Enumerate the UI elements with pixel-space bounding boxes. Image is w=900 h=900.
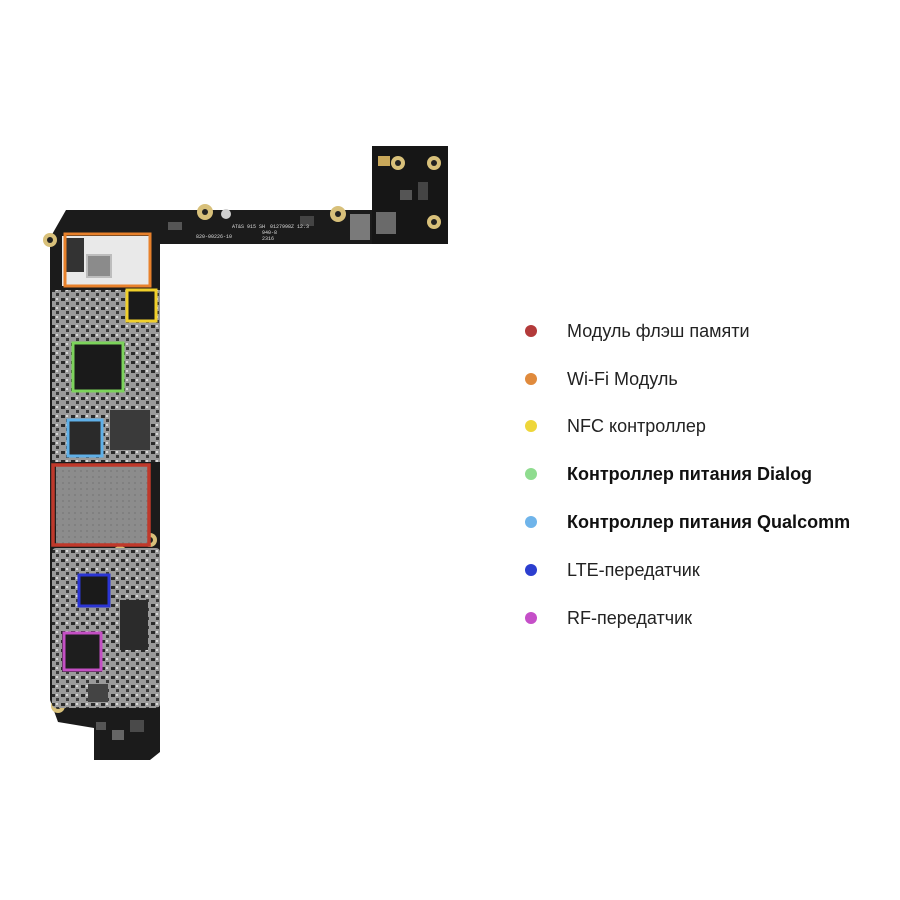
legend-dot [525,420,537,432]
legend-label: RF-передатчик [567,607,693,628]
legend-item-wifi-module: Wi-Fi Модуль [520,364,678,394]
legend-item-lte-transmitter: LTE-передатчик [520,555,700,585]
legend-dot [525,325,537,337]
silkscreen-line: 0127998Z 12.3 [270,224,309,230]
qualcomm-power-controller-highlight [66,418,104,458]
legend-item-nfc-controller: NFC контроллер [520,411,706,441]
lte-transmitter-highlight [77,573,111,608]
silkscreen-text: AT&S 915 SH 0127998Z 12.3 940-8 2316 820… [196,224,309,242]
rf-transmitter-highlight [62,631,103,672]
silkscreen-line: 2316 [262,236,274,242]
component-fields [50,236,160,708]
legend-label: Контроллер питания Dialog [567,463,813,484]
legend-item-rf-transmitter: RF-передатчик [520,603,692,633]
flash-memory-highlight [51,463,151,547]
legend-dot [525,612,537,624]
silkscreen-line: 820-00226-10 [196,234,232,240]
legend-item-qualcomm-power-controller: Контроллер питания Qualcomm [520,507,850,537]
nfc-controller-highlight [125,288,158,323]
legend-dot [525,564,537,576]
dialog-power-controller-highlight [71,341,125,393]
silkscreen-line: 940-8 [262,230,277,236]
legend-label: Wi-Fi Модуль [567,368,678,389]
legend-item-flash-memory: Модуль флэш памяти [520,316,750,346]
legend-label: LTE-передатчик [567,559,700,580]
legend-label: NFC контроллер [567,415,706,436]
legend-label: Контроллер питания Qualcomm [567,511,851,532]
legend-dot [525,516,537,528]
wifi-module-highlight [63,232,152,288]
legend-item-dialog-power-controller: Контроллер питания Dialog [520,459,812,489]
highlight-frames [51,232,158,672]
legend-label: Модуль флэш памяти [567,320,750,341]
legend-dot [525,468,537,480]
legend-dot [525,373,537,385]
silkscreen-line: AT&S 915 SH [232,224,265,230]
